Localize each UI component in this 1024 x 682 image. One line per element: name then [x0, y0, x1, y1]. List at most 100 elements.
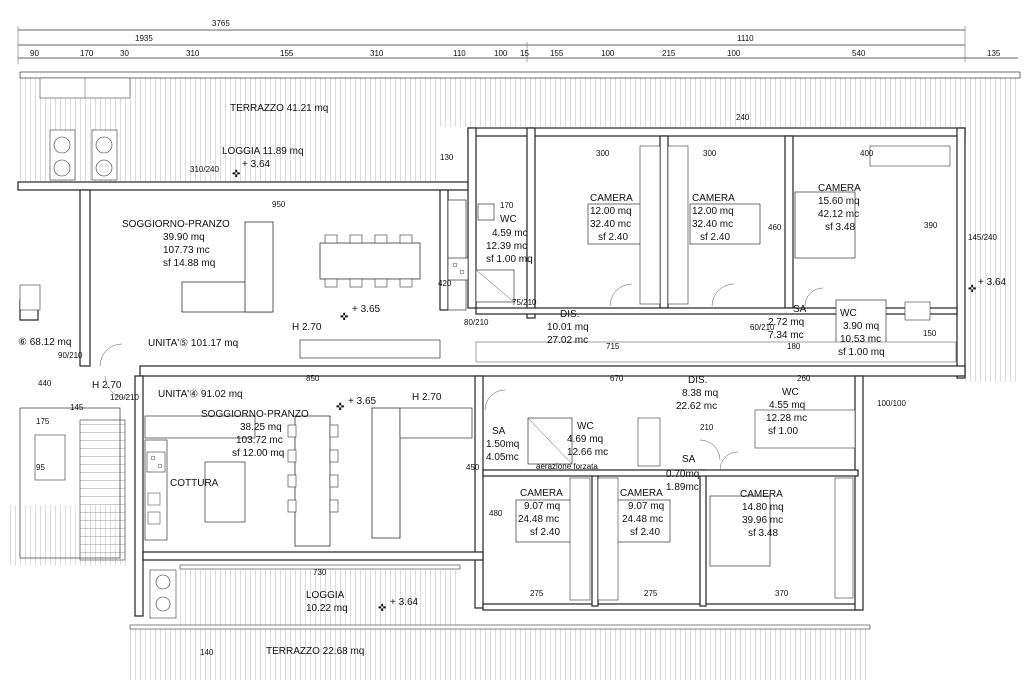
dim-right-span: 1110 — [737, 34, 754, 43]
label-terrazzo-top: TERRAZZO 41.21 mq — [230, 103, 328, 114]
dim-seg-90: 90 — [30, 49, 39, 58]
label-camera-a-title: CAMERA — [590, 193, 633, 204]
dim-seg-100c: 100 — [727, 49, 741, 58]
unit4-walls — [134, 375, 864, 617]
label-dis4-title: DIS. — [688, 375, 707, 386]
dim-95: 95 — [36, 463, 45, 472]
label-camera-b-title: CAMERA — [692, 193, 735, 204]
left-area — [10, 129, 130, 565]
label-soggiorno4-area: 38.25 mq — [240, 422, 282, 433]
dim-seg-135: 135 — [987, 49, 1001, 58]
label-wc4b-area: 4.55 mq — [769, 400, 805, 411]
level-marker-icon: ✜ — [378, 603, 386, 614]
level-marker-icon: ✜ — [336, 402, 344, 413]
label-camera-d-vol: 24.48 mc — [518, 514, 559, 525]
dim-140: 140 — [200, 648, 214, 657]
level-marker-icon: ✜ — [340, 312, 348, 323]
top-dimensions: 3765 1935 1110 90 170 30 310 155 310 110… — [17, 19, 1018, 64]
dim-850: 850 — [306, 374, 320, 383]
label-sa5-vol: 7.34 mc — [768, 330, 804, 341]
label-soggiorno4-title: SOGGIORNO-PRANZO — [201, 409, 309, 420]
dim-150: 150 — [923, 329, 937, 338]
level-top-loggia: + 3.64 — [242, 159, 271, 170]
label-camera-c-area: 15.60 mq — [818, 196, 860, 207]
dim-seg-155b: 155 — [550, 49, 564, 58]
label-wc4-vol: 12.66 mc — [567, 447, 608, 458]
height-h3: H 2.70 — [412, 392, 442, 403]
label-unit5: UNITA'⑤ 101.17 mq — [148, 338, 238, 349]
label-wc5b-title: WC — [840, 308, 857, 319]
label-soggiorno5-title: SOGGIORNO-PRANZO — [122, 219, 230, 230]
label-camera-e-vol: 24.48 mc — [622, 514, 663, 525]
dim-400: 400 — [860, 149, 874, 158]
dim-145: 145 — [70, 403, 84, 412]
dim-170: 170 — [500, 201, 514, 210]
label-camera-a-area: 12.00 mq — [590, 206, 632, 217]
label-wc4b-sf: sf 1.00 — [768, 426, 798, 437]
level-marker-icon: ✜ — [232, 169, 240, 180]
label-dis5-title: DIS. — [560, 309, 579, 320]
dim-300b: 300 — [703, 149, 717, 158]
label-camera-c-sf: sf 3.48 — [825, 222, 855, 233]
level-bottom-loggia: + 3.64 — [390, 597, 419, 608]
label-dis4-area: 8.38 mq — [682, 388, 718, 399]
label-camera-e-area: 9.07 mq — [628, 501, 664, 512]
label-camera-d-area: 9.07 mq — [524, 501, 560, 512]
level-right-terrace: + 3.64 — [978, 277, 1007, 288]
dim-left-span: 1935 — [135, 34, 153, 43]
label-wc5b-vol: 10.53 mc — [840, 334, 881, 345]
label-unit6: ⑥ 68.12 mq — [18, 337, 71, 348]
label-camera-d-title: CAMERA — [520, 488, 563, 499]
label-camera-f-sf: sf 3.48 — [748, 528, 778, 539]
door-swings — [99, 283, 824, 471]
dim-seg-30: 30 — [120, 49, 129, 58]
label-camera-b-area: 12.00 mq — [692, 206, 734, 217]
label-sa5-area: 2.72 mq — [768, 317, 804, 328]
label-loggia-top: LOGGIA 11.89 mq — [222, 146, 304, 157]
dim-715: 715 — [606, 342, 620, 351]
level-unit4: + 3.65 — [348, 396, 377, 407]
label-soggiorno5-sf: sf 14.88 mq — [163, 258, 215, 269]
dim-145-240: 145/240 — [968, 233, 997, 242]
dim-seg-15: 15 — [520, 49, 529, 58]
label-cottura: COTTURA — [170, 478, 219, 489]
label-wc5-sf: sf 1.00 mq — [486, 254, 533, 265]
dim-240: 240 — [736, 113, 750, 122]
dim-260: 260 — [797, 374, 811, 383]
dim-seg-155: 155 — [280, 49, 294, 58]
label-soggiorno4-sf: sf 12.00 mq — [232, 448, 284, 459]
dim-300a: 300 — [596, 149, 610, 158]
label-wc5-vol: 12.39 mc — [486, 241, 527, 252]
dim-120-210: 120/210 — [110, 393, 139, 402]
label-sa4b-title: SA — [682, 454, 696, 465]
label-camera-f-vol: 39.96 mc — [742, 515, 783, 526]
dim-seg-310a: 310 — [186, 49, 200, 58]
dim-730: 730 — [313, 568, 327, 577]
dim-275b: 275 — [644, 589, 658, 598]
dim-60-210: 60/210 — [750, 323, 775, 332]
dim-210: 210 — [700, 423, 714, 432]
label-camera-f-area: 14.80 mq — [742, 502, 784, 513]
terrace-top-hatch — [19, 71, 1021, 382]
label-dis5-vol: 27.02 mc — [547, 335, 588, 346]
label-wc5-area: 4.59 mc — [492, 228, 528, 239]
room-labels: TERRAZZO 41.21 mq LOGGIA 11.89 mq SOGGIO… — [18, 103, 885, 657]
label-dis4-vol: 22.62 mc — [676, 401, 717, 412]
dim-460: 460 — [768, 223, 782, 232]
dim-seg-215: 215 — [662, 49, 676, 58]
label-wc4b-vol: 12.28 mc — [766, 413, 807, 424]
unit5-walls — [17, 127, 966, 379]
label-camera-c-vol: 42.12 mc — [818, 209, 859, 220]
dim-420: 420 — [438, 279, 452, 288]
label-sa4b-vol: 1.89mc — [666, 482, 699, 493]
label-aerazione: aerazione forzata — [536, 462, 598, 471]
level-marker-icon: ✜ — [968, 284, 976, 295]
level-unit5: + 3.65 — [352, 304, 381, 315]
label-camera-e-title: CAMERA — [620, 488, 663, 499]
dim-seg-100a: 100 — [494, 49, 508, 58]
label-camera-a-vol: 32.40 mc — [590, 219, 631, 230]
terrace-bottom-hatch — [129, 564, 871, 680]
unit5-furniture — [181, 145, 957, 363]
label-wc5b-area: 3.90 mq — [843, 321, 879, 332]
